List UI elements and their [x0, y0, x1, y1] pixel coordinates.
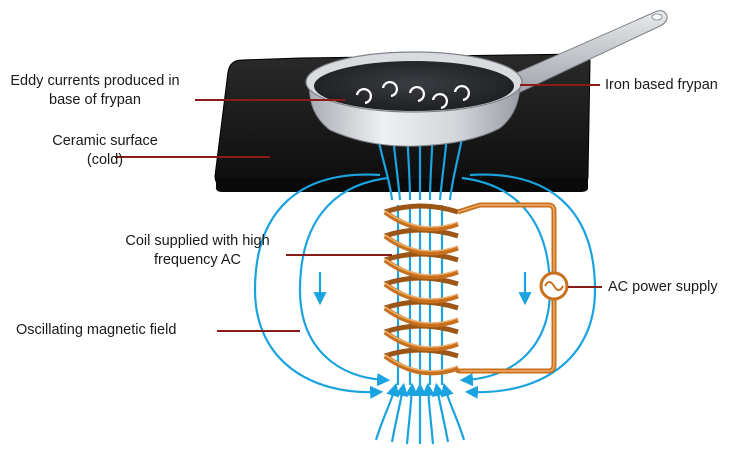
ac-source-symbol — [539, 271, 569, 301]
eddy-currents-label: Eddy currents produced in base of frypan — [0, 72, 190, 110]
leader-lines — [115, 84, 602, 332]
coil-label-line1: Coil supplied with high — [125, 233, 270, 249]
coil-label-line2: frequency AC — [153, 252, 242, 268]
ceramic-surface-label: Ceramic surface (cold) — [40, 132, 170, 170]
ac-power-supply-label: AC power supply — [608, 279, 718, 295]
coil-label: Coil supplied with high frequency AC — [110, 232, 285, 270]
power-circuit-wire — [454, 202, 557, 374]
magnetic-field-label: Oscillating magnetic field — [16, 322, 177, 338]
eddy-label-line1: Eddy currents produced in — [10, 73, 180, 89]
induction-coil — [383, 203, 459, 376]
eddy-label-line2: base of frypan — [49, 92, 141, 108]
ceramic-label-line2: (cold) — [86, 152, 124, 168]
ceramic-label-line1: Ceramic surface — [52, 133, 158, 149]
frypan — [305, 10, 668, 147]
frypan-label: Iron based frypan — [605, 77, 718, 93]
eddy-current-swirls — [355, 81, 470, 110]
